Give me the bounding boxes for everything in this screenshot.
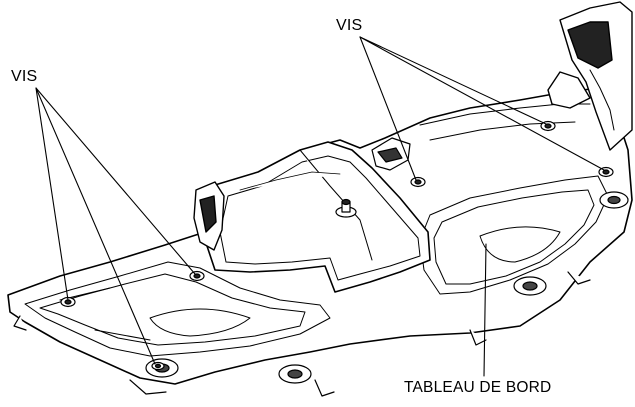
leader-dashboard [483, 243, 487, 377]
screw-top-1 [410, 176, 426, 188]
cover-side-bracket [193, 181, 225, 251]
mid-bracket [371, 137, 411, 171]
leader-top-1 [359, 36, 417, 181]
callout-screws-top: VIS [336, 17, 363, 34]
callout-dashboard: TABLEAU DE BORD [404, 379, 552, 396]
screw-left-2 [189, 270, 205, 282]
center-cover [204, 141, 431, 293]
leader-left-3 [35, 87, 196, 275]
steering-column-mount [547, 1, 633, 151]
leader-top-3 [359, 36, 605, 171]
screws [60, 120, 614, 371]
leader-top-2 [359, 36, 547, 125]
screw-left-3 [151, 361, 165, 371]
center-knob [335, 198, 357, 218]
screw-top-2 [540, 120, 556, 132]
leader-lines [35, 36, 605, 377]
leader-left-1 [35, 87, 69, 301]
leader-left-2 [35, 87, 156, 365]
callout-screws-left: VIS [11, 68, 38, 85]
